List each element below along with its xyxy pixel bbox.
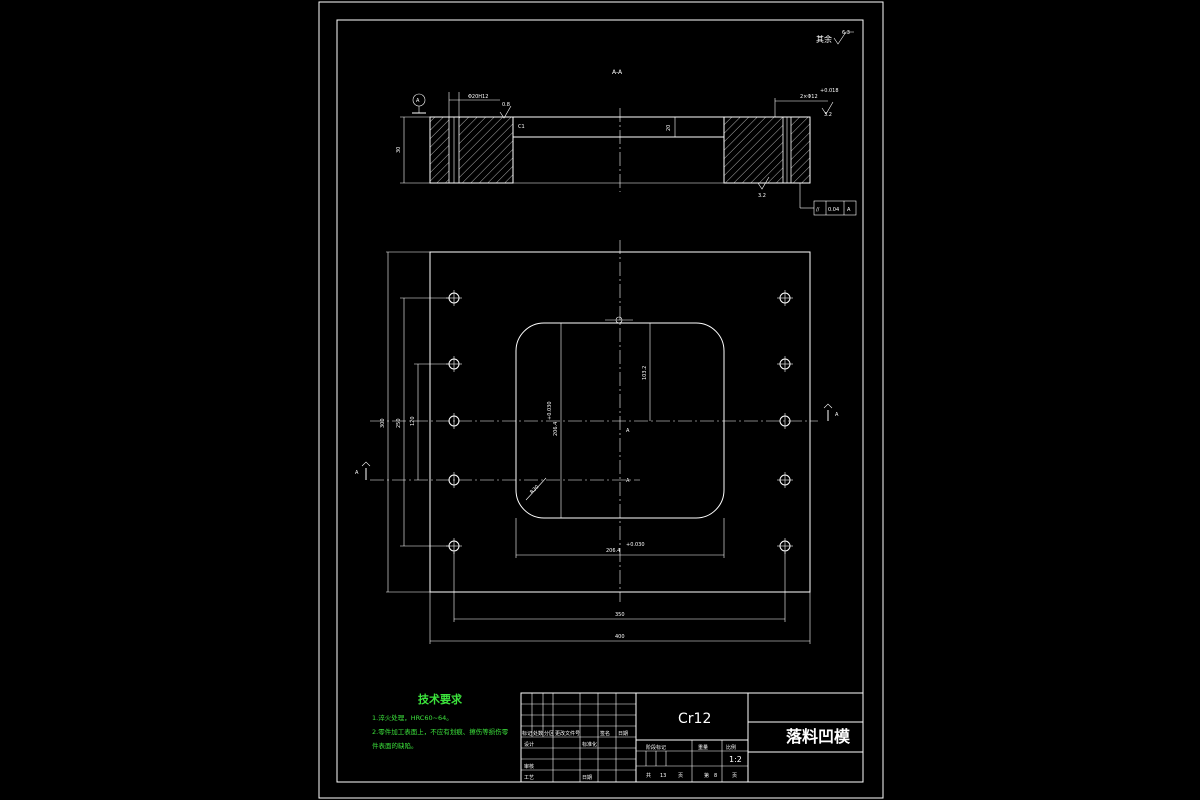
svg-text:A: A [355,470,359,476]
svg-text:重量: 重量 [698,744,708,751]
svg-text:250: 250 [396,418,402,428]
svg-text:落料凹模: 落料凹模 [786,727,851,746]
svg-text:350: 350 [615,612,625,618]
svg-text:0.04: 0.04 [828,207,839,213]
svg-text:400: 400 [615,634,625,640]
svg-text:120: 120 [410,416,416,426]
svg-text:A: A [835,412,839,418]
svg-text:Φ20H12: Φ20H12 [468,94,488,100]
svg-text:审核: 审核 [524,763,534,770]
svg-text:页: 页 [732,773,737,779]
svg-text:2.零件加工表面上，不应有划痕、擦伤等损伤零: 2.零件加工表面上，不应有划痕、擦伤等损伤零 [372,727,509,736]
svg-text:20: 20 [666,125,672,131]
svg-text:C1: C1 [518,124,525,130]
svg-text:1:2: 1:2 [729,755,742,764]
svg-text:R30: R30 [529,484,540,495]
svg-text:技术要求: 技术要求 [418,692,463,706]
svg-text:13: 13 [660,773,666,779]
svg-text:8: 8 [714,773,717,779]
svg-text:日期: 日期 [618,731,628,737]
svg-text:标准化: 标准化 [582,741,597,748]
svg-text:+0.018: +0.018 [820,88,839,94]
section-label: A-A [612,69,623,76]
svg-text:阶段标记: 阶段标记 [646,744,666,751]
svg-text:3.2: 3.2 [824,112,832,118]
svg-text:设计: 设计 [524,741,534,748]
svg-text:签名: 签名 [600,730,610,737]
svg-text:300: 300 [380,418,386,428]
svg-text:2×Φ12: 2×Φ12 [800,94,818,100]
svg-text:206.4: 206.4 [606,548,620,554]
svg-text:比例: 比例 [726,744,736,751]
svg-text:件表面的缺陷。: 件表面的缺陷。 [372,741,418,750]
left-hatched-body [429,116,514,184]
svg-text:206.4: 206.4 [553,422,559,436]
svg-text:Cr12: Cr12 [678,711,711,727]
svg-text:A: A [847,207,851,213]
svg-text:1.淬火处理，HRC60~64。: 1.淬火处理，HRC60~64。 [372,713,453,722]
roughness-note: 其余 6.3 [816,30,854,45]
title-block: 标记 处数 分区 更改文件号 签名 日期 设计 标准化 审核 工艺 日期 Cr1… [520,692,864,783]
svg-text:+0.030: +0.030 [547,401,553,420]
outer-border [318,1,884,799]
svg-text:3.2: 3.2 [758,193,766,199]
svg-text:A: A [626,428,630,434]
svg-text:0.8: 0.8 [502,102,510,108]
svg-text:其余: 其余 [816,34,832,44]
screw-holes [446,290,793,554]
svg-text:日期: 日期 [582,775,592,781]
svg-text:30: 30 [396,147,402,153]
svg-text://: // [816,207,820,213]
svg-text:第: 第 [704,772,709,779]
section-view: A-A 30 A Φ20H12 [396,69,857,216]
svg-text:工艺: 工艺 [524,775,534,781]
svg-text:+0.030: +0.030 [626,542,645,548]
svg-text:处数: 处数 [533,730,543,737]
svg-text:页: 页 [678,773,683,779]
svg-text:6.3: 6.3 [842,30,850,36]
svg-text:分区: 分区 [544,730,554,737]
svg-text:共: 共 [646,772,651,779]
svg-text:103.2: 103.2 [642,366,648,380]
plan-view: 300 250 120 206.4 +0.030 103.2 R30 206.4… [355,240,839,644]
svg-text:标记: 标记 [522,730,532,737]
svg-text:更改文件号: 更改文件号 [555,730,580,737]
tech-requirements: 技术要求 1.淬火处理，HRC60~64。 2.零件加工表面上，不应有划痕、擦伤… [372,692,509,750]
right-hatched-body [723,116,811,184]
svg-text:A: A [626,478,630,484]
svg-text:A: A [416,98,420,104]
